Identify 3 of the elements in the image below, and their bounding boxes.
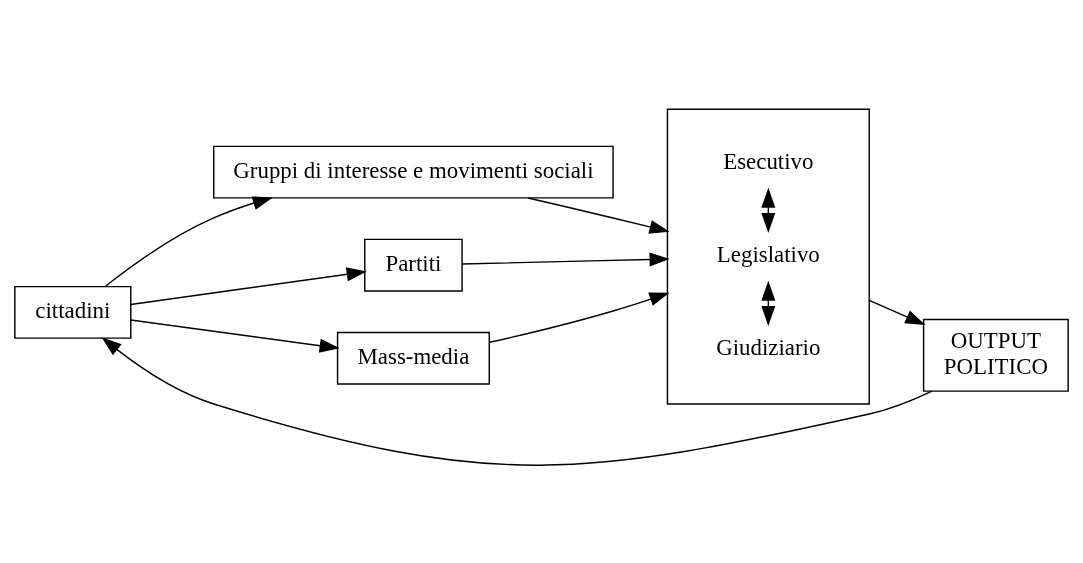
node-text: Giudiziario: [716, 335, 821, 361]
node-text: Esecutivo: [723, 148, 814, 174]
node-text: Legislativo: [716, 242, 820, 268]
